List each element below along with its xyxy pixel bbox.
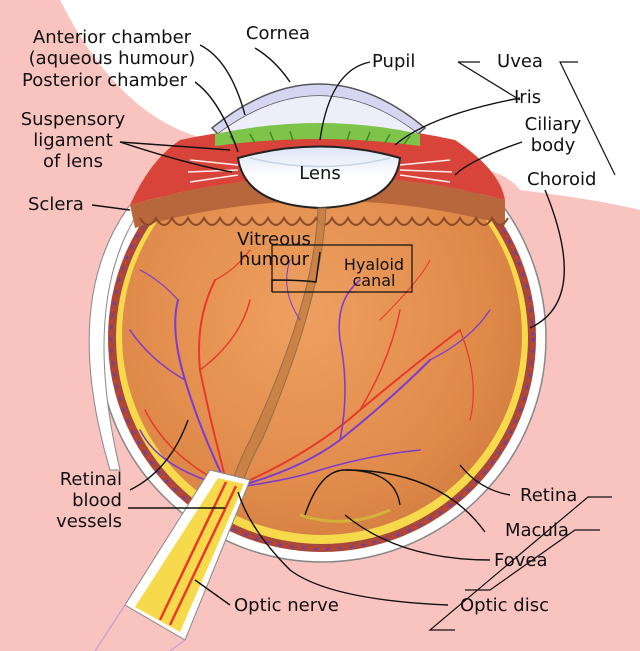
anterior-chamber: [218, 96, 418, 134]
iris-shape: [215, 123, 420, 146]
label-suspensory: Suspensory: [20, 109, 126, 130]
choroid-dots-red: [110, 126, 534, 550]
label-sclera: Sclera: [28, 194, 84, 215]
label-posterior-chamber: Posterior chamber: [22, 70, 188, 91]
label-hyaloid: Hyaloid: [343, 255, 405, 274]
label-anterior-chamber: Anterior chamber: [32, 27, 192, 48]
optic-nerve-extension: [94, 604, 186, 651]
label-vitreous: Vitreous: [237, 229, 311, 250]
fovea-pit: [299, 508, 391, 523]
label-uvea: Uvea: [497, 51, 543, 72]
label-pupil: Pupil: [372, 51, 416, 72]
label-optic-nerve: Optic nerve: [234, 595, 339, 616]
label-fovea: Fovea: [494, 550, 548, 571]
leader-lines: [91, 44, 565, 606]
label-choroid: Choroid: [527, 169, 597, 190]
label-aqueous-humour: (aqueous humour): [28, 48, 196, 69]
label-canal: canal: [352, 271, 396, 290]
retinal-vessels: [129, 249, 491, 489]
label-ligament: ligament: [33, 130, 113, 151]
sclera-sleeve: [88, 204, 141, 471]
label-brackets: [271, 61, 616, 631]
label-blood: blood: [72, 490, 122, 511]
choroid-dots: [110, 126, 534, 550]
label-body: body: [530, 135, 576, 156]
central-retinal-vessels: [158, 481, 238, 626]
label-retina: Retina: [520, 485, 578, 506]
label-vessels: vessels: [56, 511, 122, 532]
label-optic-disc: Optic disc: [460, 595, 549, 616]
label-ciliary: Ciliary: [524, 114, 582, 135]
label-cornea: Cornea: [245, 23, 311, 44]
zonule-fibers: [187, 159, 453, 183]
lens-shape: [236, 145, 402, 210]
lens-fibers: [249, 157, 391, 168]
vitreous-body: [122, 135, 522, 535]
label-macula: Macula: [505, 520, 569, 541]
label-humour: humour: [238, 249, 310, 270]
label-iris: Iris: [514, 87, 542, 108]
label-of-lens: of lens: [43, 151, 103, 172]
label-retinal: Retinal: [59, 469, 122, 490]
optic-nerve-core: [135, 478, 244, 632]
label-lens: Lens: [299, 163, 341, 184]
ciliary-band: [130, 176, 505, 228]
